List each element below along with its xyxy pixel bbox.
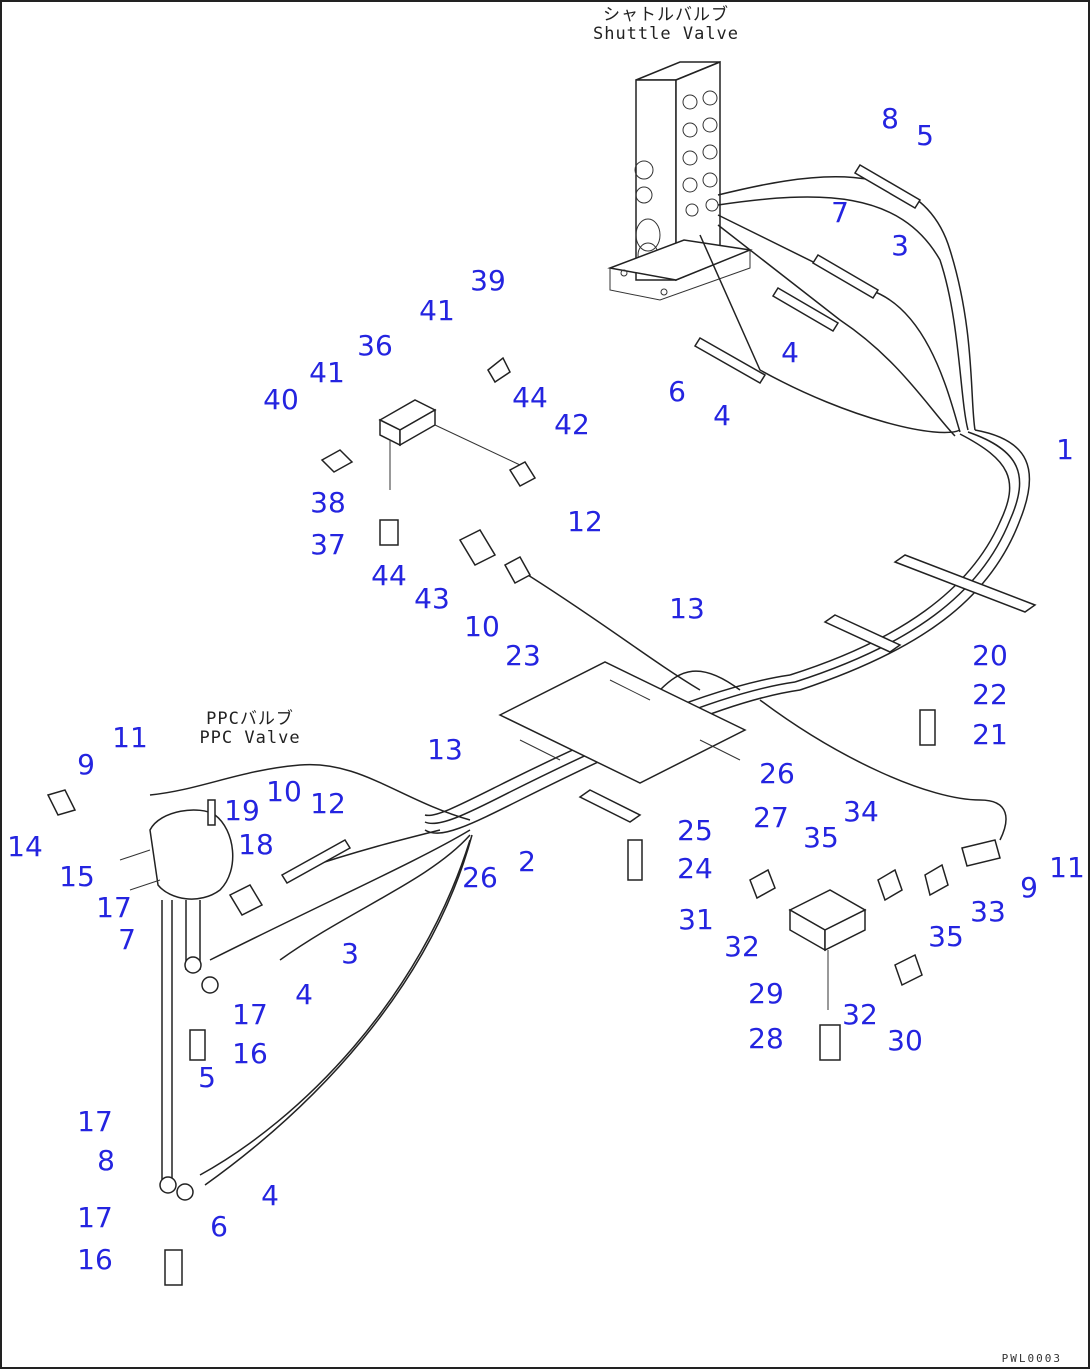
block-27 <box>627 709 1001 1061</box>
callout-7: 7 <box>831 196 849 229</box>
block-36 <box>320 356 537 585</box>
callout-33: 33 <box>970 895 1006 928</box>
callout-17: 17 <box>77 1201 113 1234</box>
mounting-brackets <box>498 554 1037 823</box>
callout-12: 12 <box>310 787 346 820</box>
callout-30: 30 <box>887 1024 923 1057</box>
callout-20: 20 <box>972 639 1008 672</box>
callout-16: 16 <box>232 1037 268 1070</box>
callout-4: 4 <box>713 399 731 432</box>
ppc-valve-caption-jp: PPCバルブ <box>206 709 294 729</box>
callout-31: 31 <box>678 903 714 936</box>
callout-14: 14 <box>7 830 43 863</box>
callout-35: 35 <box>803 821 839 854</box>
callout-44: 44 <box>371 559 407 592</box>
callout-11: 11 <box>1049 851 1085 884</box>
callout-17: 17 <box>232 998 268 1031</box>
callout-6: 6 <box>668 375 686 408</box>
upper-fittings <box>693 163 922 385</box>
shuttle-valve-caption-en: Shuttle Valve <box>592 24 740 44</box>
callout-1: 1 <box>1056 433 1074 466</box>
shuttle-valve-block <box>607 60 753 301</box>
ppc-valve-caption-en: PPC Valve <box>199 728 301 748</box>
callout-16: 16 <box>77 1243 113 1276</box>
callout-26: 26 <box>462 861 498 894</box>
shuttle-valve-caption-jp: シャトルバルブ <box>603 5 729 25</box>
callout-9: 9 <box>77 748 95 781</box>
callout-13: 13 <box>669 592 705 625</box>
callout-43: 43 <box>414 582 450 615</box>
callout-22: 22 <box>972 678 1008 711</box>
callout-5: 5 <box>198 1061 216 1094</box>
callout-41: 41 <box>309 356 345 389</box>
callout-3: 3 <box>341 937 359 970</box>
drawing-code: PWL0003 <box>1001 1352 1062 1365</box>
callout-4: 4 <box>261 1179 279 1212</box>
shuttle-valve-caption: シャトルバルブ Shuttle Valve <box>593 6 739 44</box>
callout-34: 34 <box>843 795 879 828</box>
ppc-valve-caption: PPCバルブ PPC Valve <box>199 710 300 748</box>
callout-4: 4 <box>781 336 799 369</box>
callout-17: 17 <box>96 891 132 924</box>
callout-19: 19 <box>224 794 260 827</box>
callout-10: 10 <box>464 610 500 643</box>
callout-26: 26 <box>759 757 795 790</box>
callout-38: 38 <box>310 486 346 519</box>
callout-7: 7 <box>118 923 136 956</box>
callout-17: 17 <box>77 1105 113 1138</box>
callout-12: 12 <box>567 505 603 538</box>
callout-18: 18 <box>238 828 274 861</box>
callout-21: 21 <box>972 718 1008 751</box>
callout-35: 35 <box>928 920 964 953</box>
callout-32: 32 <box>842 998 878 1031</box>
callout-8: 8 <box>881 102 899 135</box>
callout-3: 3 <box>891 229 909 262</box>
callout-2: 2 <box>518 845 536 878</box>
callout-13: 13 <box>427 733 463 766</box>
callout-15: 15 <box>59 860 95 893</box>
ppc-valve-assembly <box>46 789 352 1286</box>
callout-37: 37 <box>310 528 346 561</box>
callout-10: 10 <box>266 775 302 808</box>
callout-40: 40 <box>263 383 299 416</box>
hose-bundle <box>149 176 1031 1186</box>
callout-36: 36 <box>357 329 393 362</box>
callout-23: 23 <box>505 639 541 672</box>
callout-39: 39 <box>470 264 506 297</box>
callout-8: 8 <box>97 1144 115 1177</box>
callout-28: 28 <box>748 1022 784 1055</box>
callout-24: 24 <box>677 852 713 885</box>
callout-4: 4 <box>295 978 313 1011</box>
callout-29: 29 <box>748 977 784 1010</box>
callout-44: 44 <box>512 381 548 414</box>
callout-11: 11 <box>112 721 148 754</box>
callout-25: 25 <box>677 814 713 847</box>
callout-42: 42 <box>554 408 590 441</box>
callout-41: 41 <box>419 294 455 327</box>
callout-6: 6 <box>210 1210 228 1243</box>
callout-32: 32 <box>724 930 760 963</box>
callout-27: 27 <box>753 801 789 834</box>
callout-5: 5 <box>916 119 934 152</box>
callout-9: 9 <box>1020 871 1038 904</box>
